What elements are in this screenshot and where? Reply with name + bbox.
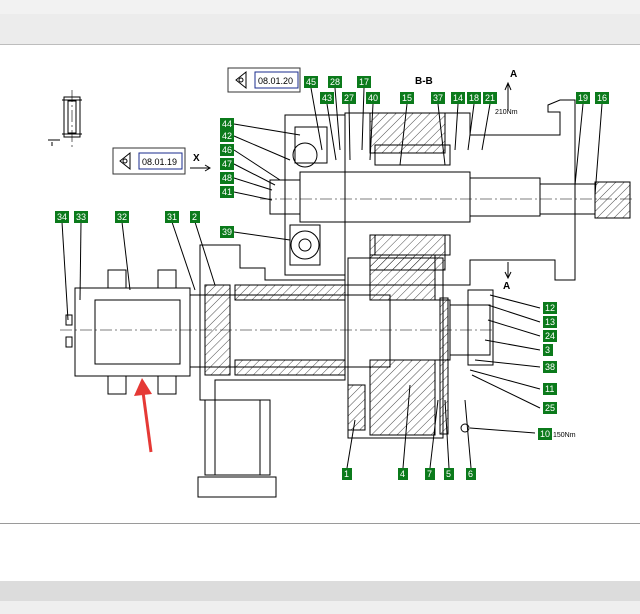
callout-11[interactable]: 11 bbox=[543, 383, 557, 395]
callout-38[interactable]: 38 bbox=[543, 361, 557, 373]
ref-box-top-text: 08.01.20 bbox=[258, 76, 293, 86]
callout-10[interactable]: 10 bbox=[538, 428, 552, 440]
callout-1[interactable]: 1 bbox=[342, 468, 352, 480]
callout-47[interactable]: 47 bbox=[220, 158, 234, 170]
svg-text:3: 3 bbox=[545, 345, 550, 355]
callout-16[interactable]: 16 bbox=[595, 92, 609, 104]
view-label-a-top: A bbox=[510, 69, 517, 80]
callout-12[interactable]: 12 bbox=[543, 302, 557, 314]
svg-text:25: 25 bbox=[545, 403, 555, 413]
lower-housing bbox=[197, 244, 444, 498]
svg-text:46: 46 bbox=[222, 145, 232, 155]
callout-3[interactable]: 3 bbox=[543, 344, 553, 356]
callout-18[interactable]: 18 bbox=[467, 92, 481, 104]
callout-32[interactable]: 32 bbox=[115, 211, 129, 223]
svg-text:48: 48 bbox=[222, 173, 232, 183]
svg-text:14: 14 bbox=[453, 93, 463, 103]
svg-text:18: 18 bbox=[469, 93, 479, 103]
callout-46[interactable]: 46 bbox=[220, 144, 234, 156]
lower-shaft bbox=[60, 269, 495, 435]
svg-text:45: 45 bbox=[306, 77, 316, 87]
section-markers: B-B A 210Nm A X 150Nm bbox=[190, 69, 576, 439]
callout-31[interactable]: 31 bbox=[165, 211, 179, 223]
svg-text:16: 16 bbox=[597, 93, 607, 103]
svg-text:34: 34 bbox=[57, 212, 67, 222]
callout-6[interactable]: 6 bbox=[466, 468, 476, 480]
svg-text:32: 32 bbox=[117, 212, 127, 222]
svg-text:27: 27 bbox=[344, 93, 354, 103]
svg-text:19: 19 bbox=[578, 93, 588, 103]
ref-box-left-text: 08.01.19 bbox=[142, 157, 177, 167]
leader-lines bbox=[61, 87, 603, 469]
callout-17[interactable]: 17 bbox=[357, 76, 371, 88]
svg-text:5: 5 bbox=[446, 469, 451, 479]
bottom-panel bbox=[0, 523, 640, 582]
red-arrow-annotation bbox=[134, 378, 153, 453]
callout-15[interactable]: 15 bbox=[400, 92, 414, 104]
svg-text:6: 6 bbox=[468, 469, 473, 479]
callout-21[interactable]: 21 bbox=[483, 92, 497, 104]
callout-14[interactable]: 14 bbox=[451, 92, 465, 104]
upper-shaft bbox=[260, 126, 635, 266]
viewer-toolbar bbox=[0, 14, 640, 45]
callout-7[interactable]: 7 bbox=[425, 468, 435, 480]
svg-text:42: 42 bbox=[222, 131, 232, 141]
thumbnail-view bbox=[48, 90, 82, 150]
svg-text:33: 33 bbox=[76, 212, 86, 222]
top-strip bbox=[0, 0, 640, 14]
view-label-a-mid: A bbox=[503, 281, 510, 292]
svg-text:31: 31 bbox=[167, 212, 177, 222]
callout-34[interactable]: 34 bbox=[55, 211, 69, 223]
svg-text:43: 43 bbox=[322, 93, 332, 103]
svg-text:15: 15 bbox=[402, 93, 412, 103]
callout-25[interactable]: 25 bbox=[543, 402, 557, 414]
callout-24[interactable]: 24 bbox=[543, 330, 557, 342]
callout-43[interactable]: 43 bbox=[320, 92, 334, 104]
svg-text:24: 24 bbox=[545, 331, 555, 341]
callout-13[interactable]: 13 bbox=[543, 316, 557, 328]
callout-4[interactable]: 4 bbox=[398, 468, 408, 480]
svg-text:4: 4 bbox=[400, 469, 405, 479]
svg-text:17: 17 bbox=[359, 77, 369, 87]
callout-45[interactable]: 45 bbox=[304, 76, 318, 88]
callout-39[interactable]: 39 bbox=[220, 226, 234, 238]
svg-text:47: 47 bbox=[222, 159, 232, 169]
diagram-canvas: B-B A 210Nm A X 150Nm 08.01.20 08.01.19 bbox=[0, 45, 640, 523]
callout-5[interactable]: 5 bbox=[444, 468, 454, 480]
ref-box-top[interactable]: 08.01.20 bbox=[227, 67, 301, 93]
svg-text:12: 12 bbox=[545, 303, 555, 313]
callout-37[interactable]: 37 bbox=[431, 92, 445, 104]
callout-2[interactable]: 2 bbox=[190, 211, 200, 223]
svg-text:13: 13 bbox=[545, 317, 555, 327]
svg-text:7: 7 bbox=[427, 469, 432, 479]
exploded-assembly-drawing: B-B A 210Nm A X 150Nm 08.01.20 08.01.19 bbox=[48, 67, 635, 498]
view-label-x: X bbox=[193, 153, 200, 164]
section-label: B-B bbox=[415, 76, 433, 87]
svg-text:37: 37 bbox=[433, 93, 443, 103]
callout-44[interactable]: 44 bbox=[220, 118, 234, 130]
callout-48[interactable]: 48 bbox=[220, 172, 234, 184]
callout-28[interactable]: 28 bbox=[328, 76, 342, 88]
svg-text:21: 21 bbox=[485, 93, 495, 103]
callout-41[interactable]: 41 bbox=[220, 186, 234, 198]
svg-text:39: 39 bbox=[222, 227, 232, 237]
svg-text:41: 41 bbox=[222, 187, 232, 197]
svg-text:1: 1 bbox=[344, 469, 349, 479]
callout-27[interactable]: 27 bbox=[342, 92, 356, 104]
footer-strip bbox=[0, 581, 640, 614]
callout-42[interactable]: 42 bbox=[220, 130, 234, 142]
torque-bottom: 150Nm bbox=[553, 432, 576, 439]
svg-text:2: 2 bbox=[192, 212, 197, 222]
ref-box-left[interactable]: 08.01.19 bbox=[112, 147, 186, 175]
torque-top: 210Nm bbox=[495, 109, 518, 116]
svg-text:10: 10 bbox=[540, 429, 550, 439]
callout-19[interactable]: 19 bbox=[576, 92, 590, 104]
svg-text:40: 40 bbox=[368, 93, 378, 103]
callout-40[interactable]: 40 bbox=[366, 92, 380, 104]
callout-33[interactable]: 33 bbox=[74, 211, 88, 223]
svg-text:11: 11 bbox=[545, 384, 554, 394]
svg-text:28: 28 bbox=[330, 77, 340, 87]
svg-text:44: 44 bbox=[222, 119, 232, 129]
svg-text:38: 38 bbox=[545, 362, 555, 372]
